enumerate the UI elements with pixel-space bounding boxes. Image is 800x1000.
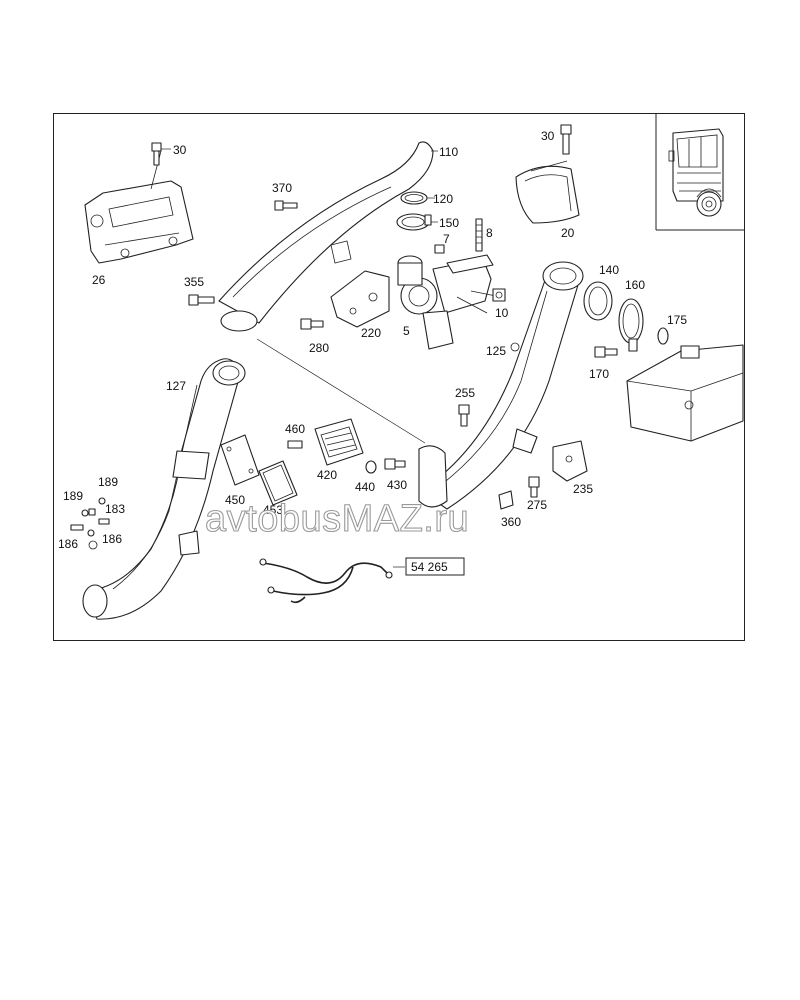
bolt-30-right — [560, 124, 572, 155]
bolt-30-left — [151, 142, 171, 166]
label-453: 453 — [263, 503, 283, 517]
bolt-170 — [594, 346, 618, 358]
label-10: 10 — [495, 306, 509, 320]
clamp-150 — [396, 213, 438, 231]
gasket-453 — [258, 460, 298, 506]
nut-7 — [434, 244, 445, 254]
label-20: 20 — [561, 226, 575, 240]
pipe-127 — [82, 358, 246, 620]
bracket-235 — [552, 440, 588, 482]
label-440: 440 — [355, 480, 375, 494]
part-20-shield — [515, 160, 580, 224]
label-5: 5 — [403, 324, 410, 338]
nut-460 — [287, 440, 303, 449]
sensor-420 — [314, 418, 364, 466]
label-220: 220 — [361, 326, 381, 340]
label-275: 275 — [527, 498, 547, 512]
label-160: 160 — [625, 278, 645, 292]
bolt-430 — [384, 458, 406, 470]
label-54265: 54 265 — [411, 560, 448, 574]
label-120: 120 — [433, 192, 453, 206]
bolt-280 — [300, 318, 324, 330]
label-150: 150 — [439, 216, 459, 230]
label-127: 127 — [166, 379, 186, 393]
label-189a: 189 — [98, 475, 118, 489]
label-30a: 30 — [173, 143, 187, 157]
label-186a: 186 — [58, 537, 78, 551]
label-183: 183 — [105, 502, 125, 516]
label-110: 110 — [439, 145, 458, 159]
small-hardware-189-183-186 — [70, 497, 110, 537]
part-26-heat-shield — [84, 150, 194, 264]
label-26: 26 — [92, 273, 106, 287]
stud-8 — [475, 218, 483, 252]
washer-175 — [657, 327, 669, 345]
label-30b: 30 — [541, 129, 555, 143]
label-450: 450 — [225, 493, 245, 507]
parts-diagram-frame: 30 30 110 370 120 150 7 8 20 26 355 220 … — [53, 113, 745, 641]
bolt-255 — [458, 404, 470, 427]
label-170: 170 — [589, 367, 609, 381]
ref-box-54265 — [405, 557, 465, 576]
label-125: 125 — [486, 344, 506, 358]
label-430: 430 — [387, 478, 407, 492]
bolt-355 — [188, 294, 215, 306]
clamp-160 — [618, 298, 644, 352]
label-460: 460 — [285, 422, 305, 436]
label-189b: 189 — [63, 489, 83, 503]
label-360: 360 — [501, 515, 521, 529]
washer-440 — [365, 460, 377, 474]
watermark: avtobusMAZ.ru — [205, 498, 469, 540]
pipe-125 — [418, 261, 584, 510]
nut-10 — [492, 288, 506, 302]
guide-line — [256, 338, 426, 444]
label-7: 7 — [443, 232, 450, 246]
label-370: 370 — [272, 181, 292, 195]
wiring-harness — [259, 558, 405, 604]
parts-diagram: 30 30 110 370 120 150 7 8 20 26 355 220 … — [58, 114, 744, 620]
truck-cab-icon — [655, 114, 744, 231]
label-280: 280 — [309, 341, 329, 355]
label-420: 420 — [317, 468, 337, 482]
ring-120 — [400, 191, 435, 205]
label-186b: 186 — [102, 532, 122, 546]
bolt-370 — [274, 200, 298, 211]
label-355: 355 — [184, 275, 204, 289]
label-175: 175 — [667, 313, 687, 327]
intercooler-housing — [626, 344, 744, 442]
label-255: 255 — [455, 386, 475, 400]
bracket-220 — [330, 270, 390, 328]
label-235: 235 — [573, 482, 593, 496]
label-8: 8 — [486, 226, 493, 240]
label-140: 140 — [599, 263, 619, 277]
clip-360 — [498, 490, 514, 510]
turbocharger-5 — [397, 254, 502, 350]
bolt-275 — [528, 476, 540, 498]
ring-140 — [583, 281, 613, 321]
pipe-110 — [218, 141, 438, 332]
gasket-450 — [220, 434, 260, 486]
